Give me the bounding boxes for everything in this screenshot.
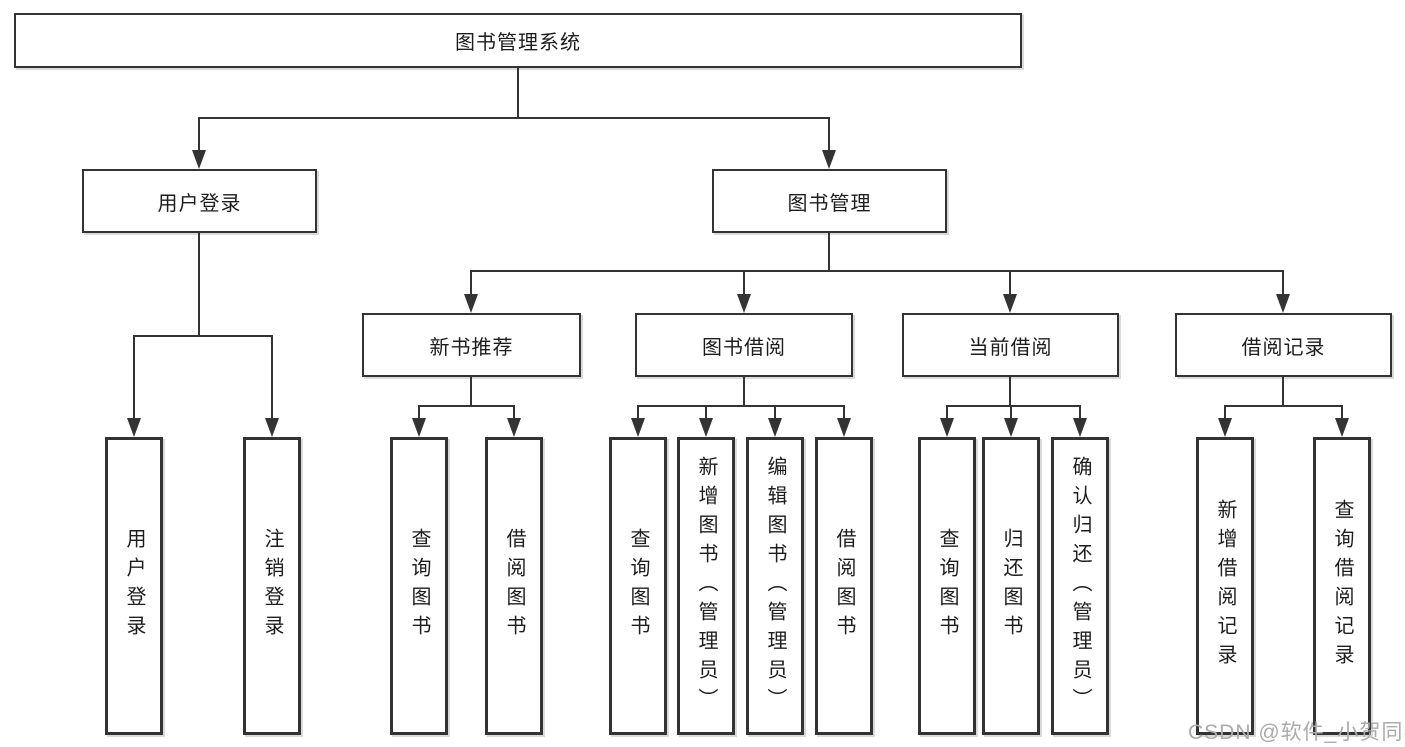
connector-line [198,117,200,152]
connector-line [133,335,273,337]
leaf-query-borrow-record: 查询借阅记录 [1313,437,1371,735]
connector-line [513,405,515,420]
connector-line [1282,270,1284,296]
node-user-login: 用户登录 [82,169,317,233]
connector-line [470,270,472,296]
arrowhead-down [699,418,713,437]
connector-line [1079,405,1081,420]
leaf-edit-book-admin: 编辑图书（管理员） [746,437,804,735]
arrowhead-down [631,418,645,437]
arrowhead-down [1073,418,1087,437]
arrowhead-down [1276,294,1290,313]
leaf-confirm-return-admin: 确认归还（管理员） [1051,437,1109,735]
connector-line [946,405,1081,407]
connector-line [517,68,519,119]
arrowhead-down [822,150,836,169]
leaf-add-borrow-record: 新增借阅记录 [1196,437,1254,735]
node-current-borrowing: 当前借阅 [902,313,1119,377]
arrowhead-down [412,418,426,437]
arrowhead-down [265,418,279,437]
connector-line [418,405,515,407]
node-book-management: 图书管理 [712,169,947,233]
leaf-borrow-books-borrowing: 借阅图书 [815,437,873,735]
node-borrowing-records: 借阅记录 [1175,313,1392,377]
arrowhead-down [1218,418,1232,437]
connector-line [637,405,639,420]
connector-line [1282,377,1284,407]
node-new-book-recommend: 新书推荐 [362,313,581,377]
leaf-query-books-recommend: 查询图书 [390,437,448,735]
connector-line [470,377,472,407]
leaf-query-books-current: 查询图书 [918,437,976,735]
connector-line [198,233,200,337]
connector-line [418,405,420,420]
node-library-system-root: 图书管理系统 [14,13,1022,68]
connector-line [705,405,707,420]
leaf-user-login: 用户登录 [105,437,163,735]
connector-line [470,270,1284,272]
arrowhead-down [127,418,141,437]
connector-line [198,117,830,119]
connector-line [843,405,845,420]
arrowhead-down [940,418,954,437]
arrowhead-down [464,294,478,313]
arrowhead-down [1003,294,1017,313]
leaf-return-books: 归还图书 [982,437,1040,735]
node-book-borrowing: 图书借阅 [635,313,853,377]
leaf-borrow-books-recommend: 借阅图书 [485,437,543,735]
arrowhead-down [1004,418,1018,437]
arrowhead-down [192,150,206,169]
connector-line [774,405,776,420]
arrowhead-down [737,294,751,313]
connector-line [1009,377,1011,407]
connector-line [637,405,845,407]
connector-line [743,270,745,296]
connector-line [1010,405,1012,420]
connector-line [133,335,135,420]
arrowhead-down [507,418,521,437]
connector-line [828,117,830,152]
connector-line [1341,405,1343,420]
csdn-watermark: CSDN @软件_小贺同学 [1188,721,1405,744]
leaf-add-book-admin: 新增图书（管理员） [677,437,735,735]
connector-line [743,377,745,407]
connector-line [271,335,273,420]
leaf-logout: 注销登录 [243,437,301,735]
connector-line [946,405,948,420]
arrowhead-down [1335,418,1349,437]
arrowhead-down [837,418,851,437]
connector-line [1009,270,1011,296]
connector-line [1224,405,1343,407]
connector-line [828,233,830,272]
connector-line [1224,405,1226,420]
leaf-query-books-borrowing: 查询图书 [609,437,667,735]
arrowhead-down [768,418,782,437]
